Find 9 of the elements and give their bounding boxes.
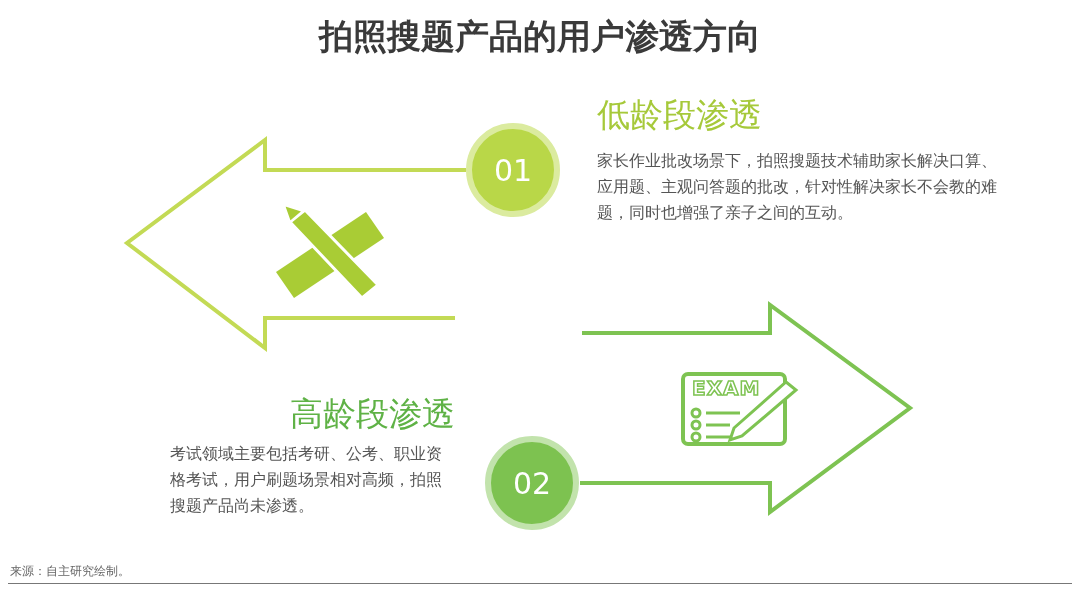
heading: 高龄段渗透 [289, 393, 455, 435]
title: 拍照搜题产品的用户渗透方向 [317, 15, 762, 58]
paragraph: 考试领域主要包括考研、公考、职业资格考试，用户刷题场景相对高频，拍照搜题产品尚未渗透。 [170, 444, 443, 517]
number-circle: 02 [485, 436, 579, 530]
icon-text: EXAM [692, 376, 761, 400]
paragraph: 家长作业批改场景下，拍照搜题技术辅助家长解决口算、应用题、主观问答题的批改，针对性解决家长不会教的难题，同时也增强了亲子之间的互动。 [597, 151, 997, 224]
heading: 低龄段渗透 [597, 94, 762, 136]
number-circle: 01 [466, 123, 560, 217]
source-note: 来源：自主研究绘制。 [10, 563, 130, 580]
